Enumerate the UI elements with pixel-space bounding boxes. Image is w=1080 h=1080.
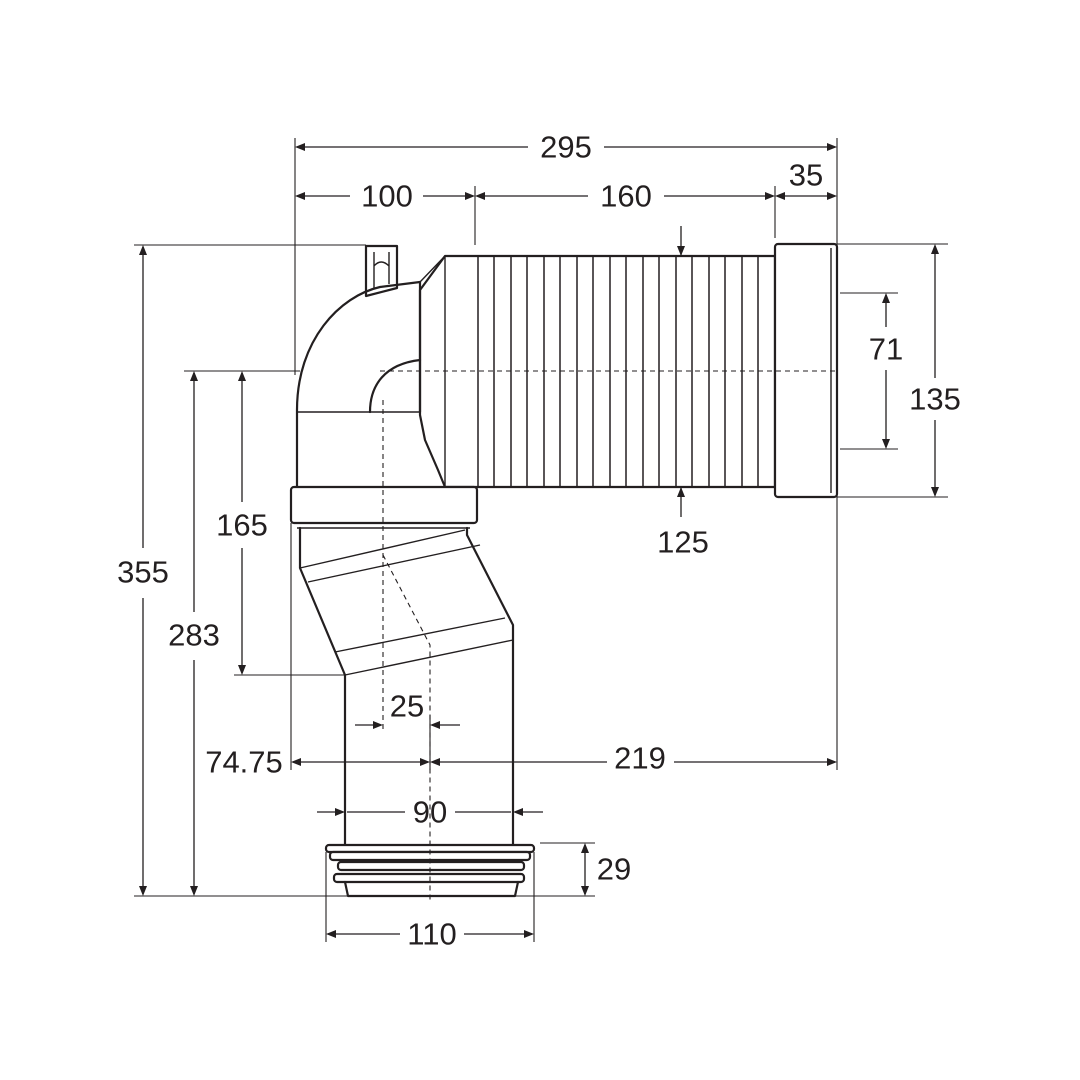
label-bellows-length: 160 <box>600 179 652 214</box>
label-seat-offset: 100 <box>361 179 413 214</box>
dimension-inlet-id: 71 <box>869 293 903 449</box>
outlet-spigot <box>324 843 536 898</box>
label-socket-length: 35 <box>789 158 823 193</box>
dimension-spigot-height: 29 <box>581 843 631 896</box>
label-inlet-socket-od: 135 <box>909 382 961 417</box>
top-lug <box>364 244 399 298</box>
dimension-pipe-od: 90 <box>317 795 543 830</box>
dimension-inlet-socket-od: 135 <box>909 244 961 497</box>
offset-bend <box>298 526 515 847</box>
label-outlet-axis-height: 283 <box>168 618 220 653</box>
dimension-socket-length: 35 <box>775 158 837 200</box>
label-total-height: 355 <box>117 555 169 590</box>
dimension-total-height: 355 <box>117 245 169 896</box>
dimension-bellows-length: 160 <box>475 179 775 214</box>
centre-lines <box>380 370 838 900</box>
extension-lines <box>134 138 948 942</box>
dimension-total-width: 295 <box>295 130 837 165</box>
label-outlet-projection: 219 <box>614 741 666 776</box>
dimension-spigot-od: 110 <box>326 917 534 952</box>
label-pipe-od: 90 <box>413 795 447 830</box>
label-offset: 25 <box>390 689 424 724</box>
label-bellows-od: 125 <box>657 525 709 560</box>
label-inlet-id: 71 <box>869 332 903 367</box>
label-spigot-od: 110 <box>407 917 456 952</box>
dimension-back-offset: 74.75 <box>205 745 430 780</box>
dimension-seat-offset: 100 <box>295 179 475 214</box>
label-back-offset: 74.75 <box>205 745 283 780</box>
dimension-outlet-axis-height: 283 <box>168 371 220 896</box>
label-spigot-height: 29 <box>597 852 631 887</box>
dimension-elbow-height: 165 <box>216 371 268 675</box>
dimension-outlet-projection: 219 <box>430 741 837 776</box>
label-elbow-height: 165 <box>216 508 268 543</box>
joint-collar <box>289 485 479 529</box>
dimension-offset: 25 <box>355 689 460 729</box>
dimension-bellows-od: 125 <box>657 226 709 560</box>
label-total-width: 295 <box>540 130 592 165</box>
pan-connector-part <box>289 242 839 900</box>
elbow <box>295 255 446 489</box>
